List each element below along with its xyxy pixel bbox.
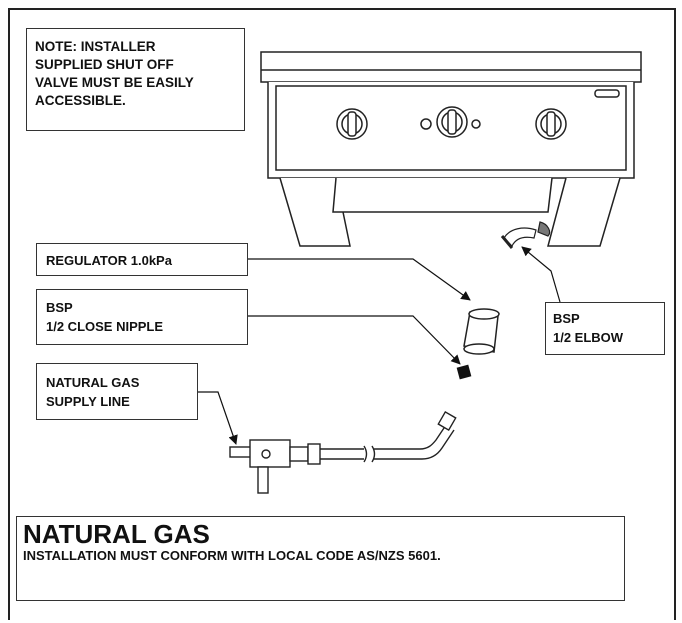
appliance-top-plate: [260, 51, 642, 83]
regulator-leader: [248, 258, 471, 301]
supply-label-line-1: NATURAL GAS: [46, 375, 140, 390]
supply-line-illustration: [229, 410, 457, 494]
close-nipple-illustration: [456, 364, 472, 380]
knob-center: [420, 106, 481, 138]
regulator-illustration: [463, 308, 500, 355]
footer-title: NATURAL GAS: [23, 519, 210, 549]
nipple-leader: [248, 315, 461, 365]
nipple-label: BSP 1/2 CLOSE NIPPLE: [36, 289, 248, 345]
nipple-label-line-1: BSP: [46, 300, 73, 315]
elbow-fitting: [500, 221, 551, 249]
elbow-leader: [521, 246, 561, 303]
elbow-label-line-2: 1/2 ELBOW: [553, 330, 624, 345]
supply-label-line-2: SUPPLY LINE: [46, 394, 130, 409]
supply-leader: [198, 391, 238, 445]
nipple-label-line-2: 1/2 CLOSE NIPPLE: [46, 319, 164, 334]
regulator-label-text: REGULATOR 1.0kPa: [46, 253, 172, 268]
knob-left: [336, 108, 368, 140]
leg-right: [547, 177, 621, 247]
leader-lines: [198, 246, 561, 445]
note-line-4: ACCESSIBLE.: [35, 93, 126, 108]
installer-note: NOTE: INSTALLER SUPPLIED SHUT OFF VALVE …: [26, 28, 245, 131]
footer-subtitle: INSTALLATION MUST CONFORM WITH LOCAL COD…: [23, 548, 441, 563]
regulator-label: REGULATOR 1.0kPa: [36, 243, 248, 276]
knob-right: [535, 108, 567, 140]
note-line-1: NOTE: INSTALLER: [35, 39, 156, 54]
appliance-illustration: [260, 51, 642, 247]
natural-gas-footer: NATURAL GAS INSTALLATION MUST CONFORM WI…: [16, 516, 625, 601]
elbow-label: BSP 1/2 ELBOW: [545, 302, 665, 355]
supply-line-label: NATURAL GAS SUPPLY LINE: [36, 363, 198, 420]
underside: [332, 177, 553, 213]
note-line-3: VALVE MUST BE EASILY: [35, 75, 194, 90]
control-panel: [275, 85, 627, 171]
badge-plate: [594, 89, 620, 98]
elbow-label-line-1: BSP: [553, 311, 580, 326]
note-line-2: SUPPLIED SHUT OFF: [35, 57, 174, 72]
diagram-frame: [8, 8, 676, 620]
